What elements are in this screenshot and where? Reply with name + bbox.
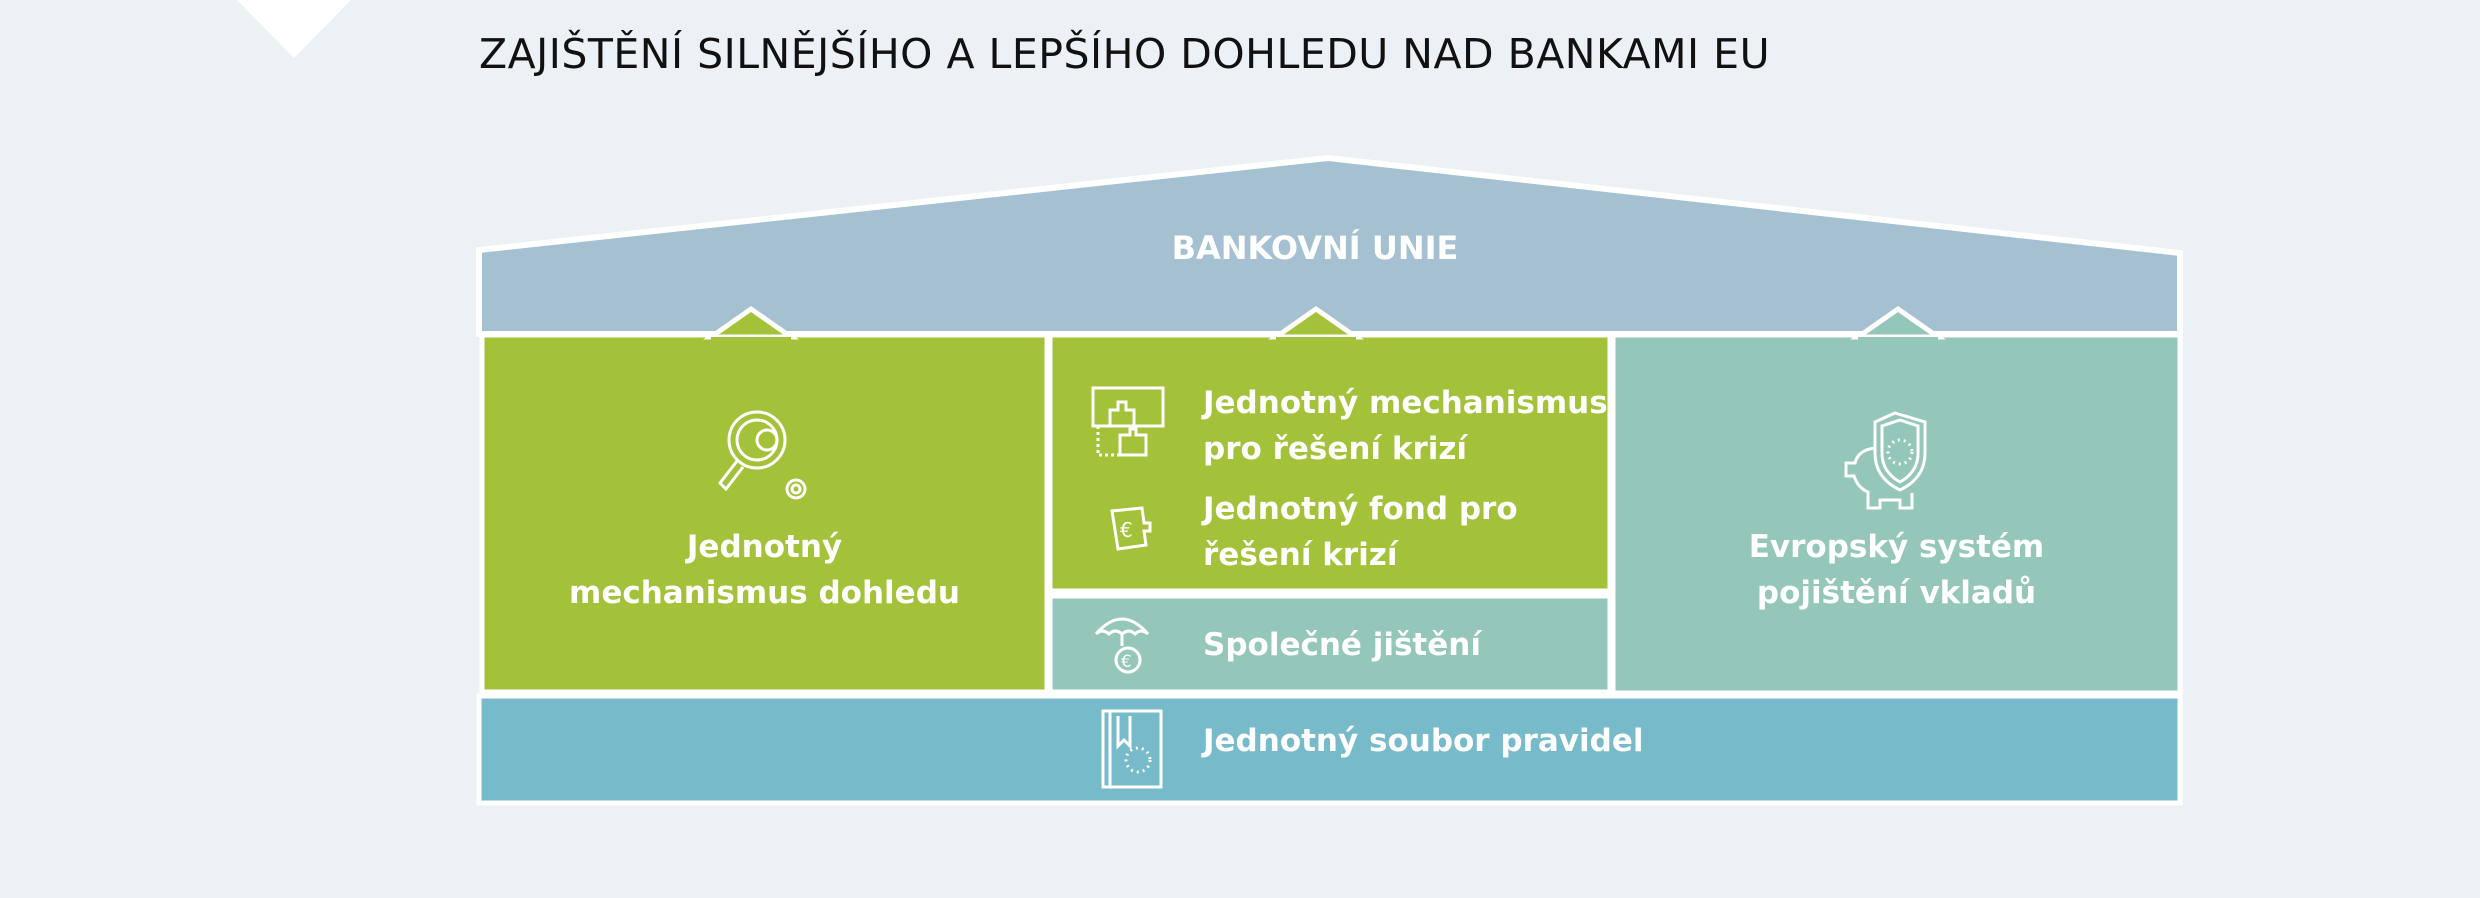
foundation-label: Jednotný soubor pravidel	[1203, 723, 1644, 759]
supervision-label: Jednotný mechanismus dohledu	[482, 524, 1047, 616]
supervision-line2: mechanismus dohledu	[569, 575, 960, 611]
deposit-insurance-line2: pojištění vkladů	[1756, 575, 2037, 611]
notch-left-fill	[711, 337, 791, 341]
supervision-block	[479, 332, 1050, 695]
foundation-block	[476, 693, 2183, 806]
deposit-insurance-block	[1610, 332, 2183, 696]
puzzle-icon	[1091, 386, 1165, 457]
resolution-mechanism-label: Jednotný mechanismus pro řešení krizí	[1203, 380, 1608, 472]
euro-puzzle-icon: €	[1110, 506, 1152, 551]
resolution-fund-label: Jednotný fond pro řešení krizí	[1203, 486, 1518, 578]
umbrella-euro-icon: €	[1094, 617, 1150, 674]
notch-right-fill	[1858, 337, 1938, 341]
roof-label: BANKOVNÍ UNIE	[1171, 229, 1459, 267]
corner-triangle	[237, 0, 351, 58]
rulebook-icon	[1101, 709, 1163, 789]
resolution-mechanism-line1: Jednotný mechanismus	[1203, 385, 1608, 421]
deposit-insurance-label: Evropský systém pojištění vkladů	[1613, 524, 2180, 616]
resolution-fund-line1: Jednotný fond pro	[1203, 491, 1518, 527]
deposit-insurance-line1: Evropský systém	[1748, 529, 2045, 565]
resolution-fund-line2: řešení krizí	[1203, 537, 1398, 573]
resolution-block	[1047, 332, 1613, 594]
supervision-line1: Jednotný	[686, 529, 843, 565]
backstop-label: Společné jištění	[1203, 627, 1481, 663]
backstop-block	[1047, 593, 1613, 695]
svg-text:€: €	[1120, 518, 1133, 542]
notch-middle-fill	[1276, 337, 1356, 341]
svg-text:€: €	[1121, 652, 1132, 672]
piggy-bank-shield-icon	[1844, 411, 1927, 510]
magnifier-gears-icon	[718, 410, 807, 500]
roof	[476, 154, 2183, 337]
resolution-mechanism-line2: pro řešení krizí	[1203, 431, 1468, 467]
page-title: ZAJIŠTĚNÍ SILNĚJŠÍHO A LEPŠÍHO DOHLEDU N…	[479, 30, 1771, 78]
